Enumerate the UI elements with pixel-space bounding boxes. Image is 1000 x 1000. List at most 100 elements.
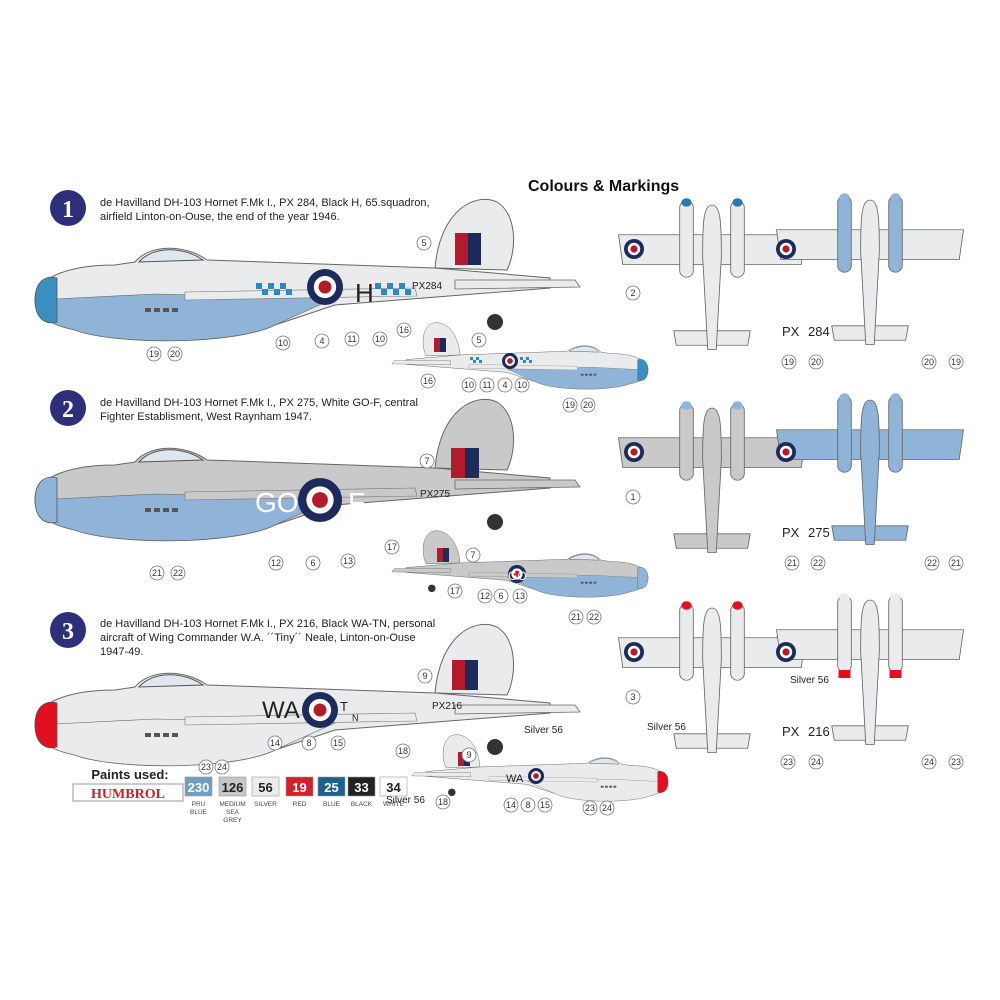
callout-number: 19	[951, 357, 961, 367]
cannon-port	[605, 785, 608, 788]
scheme-3-serial: PX216	[432, 701, 462, 712]
callout-number: 23	[585, 803, 595, 813]
paint-swatch	[317, 776, 346, 797]
callout-number: 19	[565, 400, 575, 410]
scheme-3-small-fin-flash	[458, 752, 464, 766]
callout-number: 22	[173, 568, 183, 578]
scheme-2-top-roundel-right-red	[782, 448, 790, 456]
callout-number: 24	[924, 757, 934, 767]
engine-nacelle	[837, 595, 852, 673]
callout-number: 10	[375, 334, 385, 344]
callout-number: 9	[466, 750, 471, 760]
engine-nacelle	[837, 195, 852, 273]
callout-number: 11	[347, 334, 356, 344]
fuselage	[702, 204, 722, 350]
cannon-port	[593, 581, 597, 584]
callout-circle	[625, 489, 641, 505]
cannon-port	[163, 308, 169, 312]
paint-name: BLUE	[190, 809, 208, 816]
spinner	[890, 193, 901, 202]
scheme-1-small-checkers	[523, 360, 526, 363]
scheme-3-badge	[50, 612, 86, 648]
scheme-1-checkers-left	[274, 289, 280, 295]
engine-nacelle	[837, 395, 852, 473]
underside	[34, 718, 336, 766]
scheme-1-fin-flash-blue	[468, 233, 481, 265]
wheel	[487, 514, 503, 530]
scheme-2-desc-line2: Fighter Establisment, West Raynham 1947.	[100, 411, 312, 423]
callout-number: 1	[630, 492, 635, 502]
callout-number: 23	[201, 762, 211, 772]
callout-circle	[301, 735, 317, 751]
scheme-1-small-checkers	[470, 357, 473, 360]
callout-circle	[520, 797, 536, 813]
scheme-3-code-right: T	[340, 699, 348, 714]
spinner	[839, 193, 850, 202]
scheme-2-bottom-num: 275	[808, 525, 830, 540]
callout-circle	[948, 555, 964, 571]
scheme-2-roundel-red	[312, 492, 328, 508]
fuselage	[860, 199, 880, 345]
callout-circle	[477, 588, 493, 604]
scheme-2-serial: PX275	[420, 489, 450, 500]
humbrol-logo	[72, 783, 184, 802]
wheel	[487, 314, 503, 330]
scheme-3-top-roundel-right-red	[782, 648, 790, 656]
scheme-1-roundel-red	[318, 280, 332, 294]
callout-circle	[170, 565, 186, 581]
scheme-3-bottom-px: PX	[782, 724, 800, 739]
callout-circle	[214, 759, 230, 775]
tailplane	[411, 772, 471, 778]
spinner	[890, 393, 901, 402]
callout-number: 10	[517, 380, 527, 390]
callout-circle	[344, 331, 360, 347]
spinner	[732, 601, 743, 610]
callout-number: 5	[421, 238, 426, 248]
nose-spinner	[34, 476, 58, 524]
callout-number: 24	[217, 762, 227, 772]
callout-number: 21	[951, 558, 961, 568]
cannon-port	[145, 308, 151, 312]
scheme-1-checkers-left	[262, 289, 268, 295]
paint-code: 56	[258, 780, 272, 795]
callout-circle	[340, 553, 356, 569]
cannon-port	[600, 785, 604, 788]
scheme-2-bottom-view	[776, 393, 964, 545]
scheme-1-small-checkers	[479, 360, 482, 363]
spinner	[839, 393, 850, 402]
callout-circle	[447, 583, 463, 599]
nose-spinner	[637, 359, 649, 381]
engine-nacelle	[730, 403, 745, 481]
cannon-port	[154, 733, 160, 737]
scheme-1-fin-flash	[455, 233, 468, 265]
callout-number: 4	[502, 380, 507, 390]
callout-circle	[580, 397, 596, 413]
underside	[34, 293, 336, 341]
sheet-title: Colours & Markings	[528, 178, 679, 195]
scheme-1-small-checkers	[526, 357, 529, 360]
tailplane	[454, 279, 581, 290]
underside	[506, 575, 649, 598]
scheme-3-top-view	[618, 601, 806, 753]
callout-circle	[461, 747, 477, 763]
spinner	[732, 401, 743, 410]
callout-circle	[372, 331, 388, 347]
scheme-1-badge	[50, 190, 86, 226]
fuselage	[860, 599, 880, 745]
scheme-3-small-roundel-red	[533, 773, 539, 779]
cannon-port	[172, 733, 178, 737]
callout-circle	[305, 555, 321, 571]
callout-circle	[493, 588, 509, 604]
cannon-port	[145, 733, 151, 737]
engine-nacelle	[679, 603, 694, 681]
nose-spinner	[637, 567, 649, 589]
scheme-3-bottom-nacelle-tip	[889, 670, 902, 678]
cannon-port	[154, 508, 160, 512]
callout-number: 10	[464, 380, 474, 390]
tailplane	[391, 568, 451, 574]
callout-circle	[461, 377, 477, 393]
cannon-port	[585, 581, 588, 584]
paint-name: BLUE	[323, 801, 341, 808]
callout-circle	[586, 609, 602, 625]
paint-name: WHITE	[383, 801, 405, 808]
